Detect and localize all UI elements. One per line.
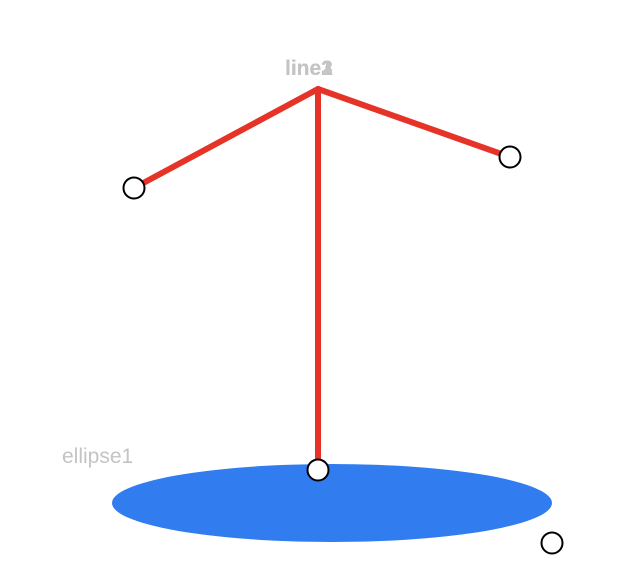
ellipse-shape[interactable] (112, 464, 552, 542)
line-right-end-handle[interactable] (498, 145, 522, 169)
line-left-end-handle[interactable] (122, 176, 146, 200)
line-label-1: line1 (285, 57, 333, 80)
line-vertical-end-handle[interactable] (306, 458, 330, 482)
line-label-2: line2 (285, 57, 333, 80)
line-right[interactable] (315, 86, 513, 160)
line-left[interactable] (131, 86, 321, 191)
ellipse-resize-handle[interactable] (540, 531, 564, 555)
ellipse-label: ellipse1 (62, 445, 133, 468)
line-label-3: line3 (285, 57, 333, 80)
